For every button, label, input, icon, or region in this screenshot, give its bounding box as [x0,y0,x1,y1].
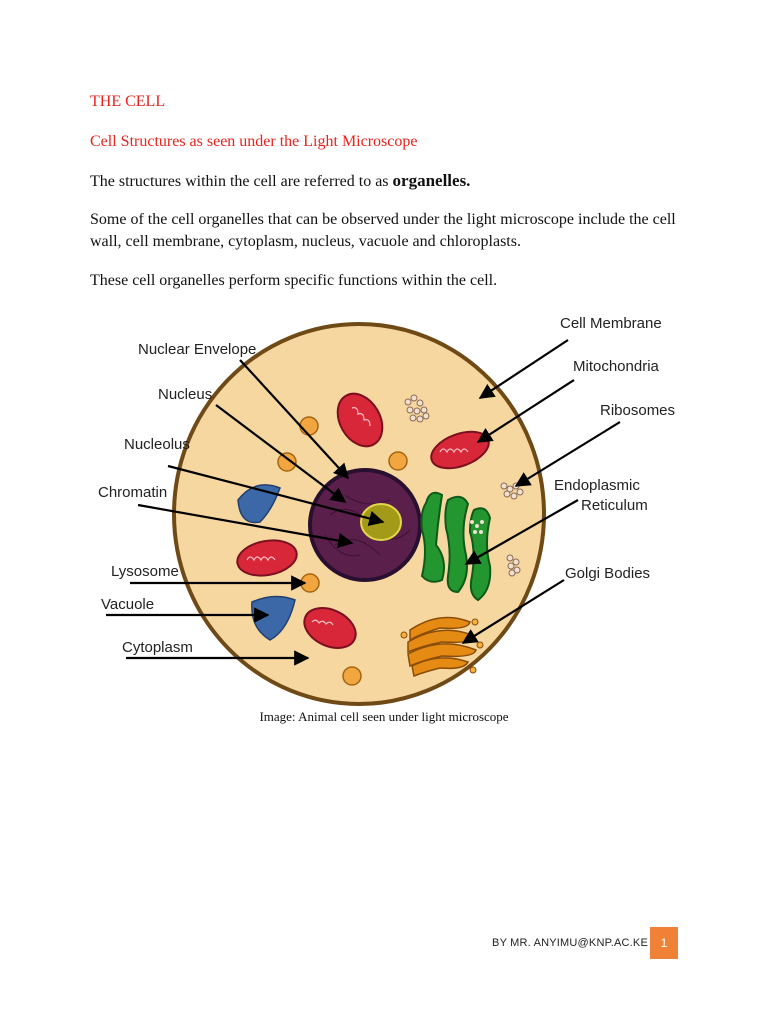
organelles-bold-term: organelles. [392,171,471,190]
label-vacuole: Vacuole [101,596,154,613]
label-nucleolus: Nucleolus [124,436,190,453]
arrow-nucleolus [167,464,385,526]
golgi-bodies-shape [407,616,477,678]
golgi-vesicles [400,618,484,674]
label-cell-membrane: Cell Membrane [560,315,662,332]
page-number-badge: 1 [650,927,678,959]
paragraph-organelles-text: The structures within the cell are refer… [90,173,393,190]
mitochondria-cristae [246,407,469,626]
arrow-mitochondria [476,379,575,443]
label-mitochondria: Mitochondria [573,358,660,375]
paragraph-organelles: The structures within the cell are refer… [90,170,700,193]
arrow-endoplasmic-reticulum [464,499,579,565]
document-title: THE CELL [90,93,166,110]
ribosomes-group [404,394,524,577]
arrow-nucleus [215,404,347,503]
label-golgi-bodies: Golgi Bodies [565,565,650,582]
pointer-arrows [106,339,621,666]
paragraph-light-microscope: Some of the cell organelles that can be … [90,211,676,250]
label-reticulum: Reticulum [581,497,648,514]
paragraph-functions: These cell organelles perform specific f… [90,272,498,289]
diagram-caption: Image: Animal cell seen under light micr… [259,709,509,724]
arrow-chromatin [137,503,354,549]
label-cytoplasm: Cytoplasm [122,639,193,656]
footer-author: BY MR. ANYIMU@KNP.AC.KE [492,937,648,949]
mitochondria-group [236,392,490,649]
label-nuclear-envelope: Nuclear Envelope [138,341,256,358]
label-endoplasmic: Endoplasmic [554,477,640,494]
label-nucleus: Nucleus [158,386,212,403]
arrow-nuclear-envelope [239,359,350,480]
label-lysosome: Lysosome [111,563,179,580]
arrow-golgi-bodies [461,579,565,644]
arrow-cell-membrane [478,339,569,399]
label-ribosomes: Ribosomes [600,402,675,419]
arrow-ribosomes [514,421,621,487]
er-ribosome-dots [470,520,484,534]
animal-cell-diagram: Nuclear Envelope Nucleus Nucleolus Chrom… [98,315,675,706]
label-chromatin: Chromatin [98,484,167,501]
document-subtitle: Cell Structures as seen under the Light … [90,133,418,150]
